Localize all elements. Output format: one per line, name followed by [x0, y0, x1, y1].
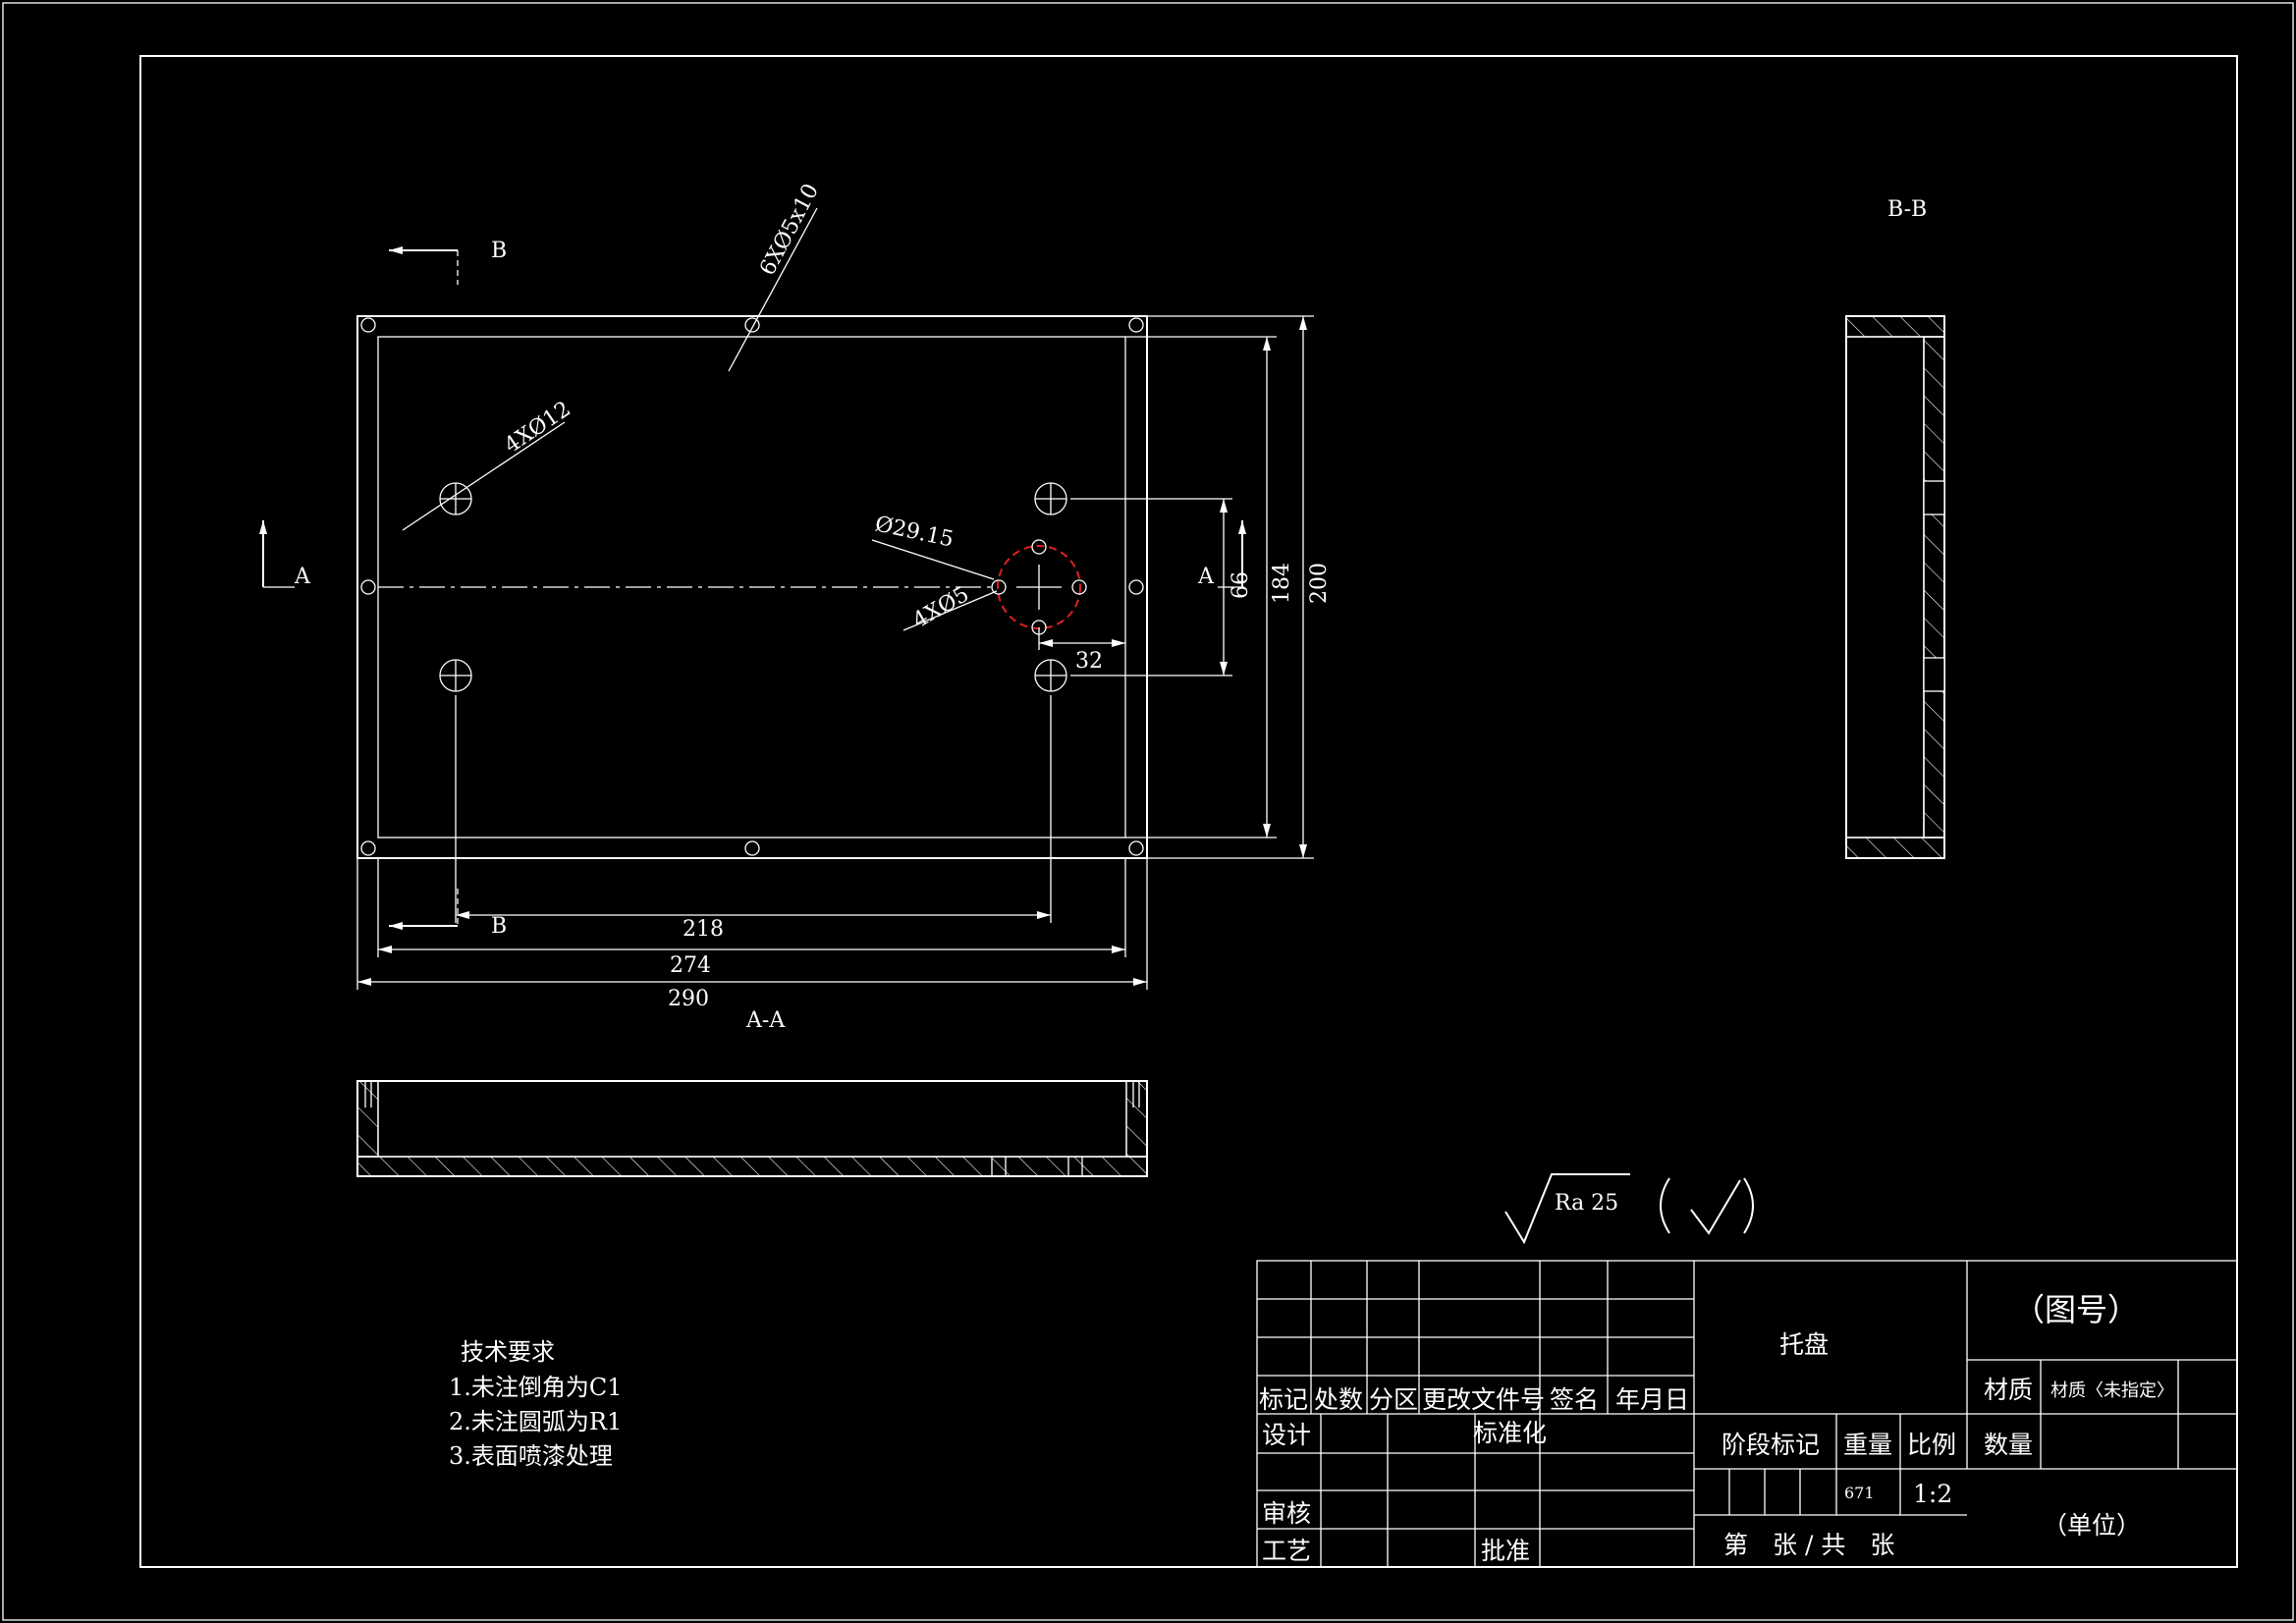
- label-standardization: 标准化: [1473, 1419, 1547, 1447]
- marker-b-label-2: B: [491, 914, 507, 939]
- rev-header-doc: 更改文件号: [1422, 1385, 1545, 1414]
- top-view: B B A A 6XØ5x10 4XØ12 Ø29.15 4XØ5 32: [259, 180, 1332, 1011]
- label-stage: 阶段标记: [1722, 1431, 1820, 1459]
- label-scale: 比例: [1907, 1431, 1956, 1459]
- dim-290: 290: [668, 987, 709, 1011]
- label-review: 审核: [1262, 1499, 1311, 1528]
- screw-holes: [360, 317, 1144, 856]
- tech-item-2: 2.未注圆弧为R1: [449, 1408, 622, 1435]
- rev-header-zone: 分区: [1369, 1385, 1418, 1414]
- dim-274: 274: [670, 953, 711, 978]
- mounting-holes-12: [439, 482, 1067, 692]
- rev-header-date: 年月日: [1615, 1385, 1689, 1414]
- section-marker-a-left: A: [259, 520, 311, 589]
- dim-184: 184: [1270, 563, 1294, 604]
- sheet-count: 第 张 / 共 张: [1723, 1531, 1894, 1559]
- weight-value: 671: [1844, 1484, 1875, 1502]
- marker-a-label: A: [294, 565, 311, 589]
- section-aa-view: A-A: [356, 1008, 1148, 1177]
- marker-a-label-2: A: [1197, 565, 1215, 589]
- material-value: 材质〈未指定〉: [2050, 1380, 2174, 1401]
- tech-item-3: 3.表面喷漆处理: [449, 1442, 613, 1470]
- bolt-holes-5: [991, 539, 1087, 635]
- section-bb-label: B-B: [1887, 197, 1927, 222]
- dim-holes-5: 4XØ5: [909, 582, 974, 633]
- rev-header-count: 处数: [1314, 1385, 1363, 1414]
- title-block-text: 标记 处数 分区 更改文件号 签名 年月日 设计 标准化 审核 工艺 批准 托盘…: [1259, 1291, 2174, 1565]
- label-design: 设计: [1262, 1421, 1311, 1449]
- dim-218: 218: [683, 917, 724, 942]
- rev-header-mark: 标记: [1259, 1385, 1308, 1414]
- label-quantity: 数量: [1984, 1431, 2033, 1459]
- roughness-text: Ra 25: [1555, 1191, 1618, 1216]
- tech-item-1: 1.未注倒角为C1: [449, 1374, 623, 1401]
- scale-value: 1:2: [1913, 1480, 1952, 1508]
- drawing-number: （图号）: [2013, 1291, 2139, 1328]
- tech-title: 技术要求: [461, 1338, 555, 1366]
- tech-requirements: 技术要求 1.未注倒角为C1 2.未注圆弧为R1 3.表面喷漆处理: [449, 1338, 623, 1470]
- section-marker-b-top: B: [389, 239, 507, 285]
- marker-b-label: B: [491, 239, 507, 263]
- dim-32: 32: [1075, 649, 1103, 674]
- dim-holes-6: 6XØ5x10: [755, 180, 824, 280]
- rev-header-sign: 签名: [1550, 1385, 1599, 1414]
- label-approve: 批准: [1481, 1537, 1530, 1565]
- section-aa-label: A-A: [745, 1008, 786, 1033]
- label-process: 工艺: [1262, 1537, 1311, 1565]
- inner-frame: [139, 55, 2238, 1568]
- roughness-symbol: Ra 25: [1504, 1173, 1754, 1245]
- leader-circle: [871, 539, 995, 580]
- part-name: 托盘: [1779, 1330, 1829, 1359]
- title-block: [1256, 1260, 2238, 1568]
- unit-label: （单位）: [2043, 1511, 2141, 1540]
- section-marker-b-bottom: B: [389, 889, 507, 939]
- dim-200: 200: [1307, 563, 1332, 604]
- label-weight: 重量: [1843, 1431, 1892, 1459]
- leader-12: [402, 421, 566, 531]
- tray-outline: [356, 315, 1148, 859]
- leader-6x5: [728, 207, 818, 372]
- dim-circle-dia: Ø29.15: [873, 512, 956, 552]
- dim-holes-12: 4XØ12: [500, 397, 574, 459]
- section-bb-view: B-B: [1845, 197, 1945, 859]
- leader-5: [902, 590, 998, 631]
- dim-66: 66: [1229, 571, 1253, 599]
- label-material: 材质: [1984, 1376, 2033, 1404]
